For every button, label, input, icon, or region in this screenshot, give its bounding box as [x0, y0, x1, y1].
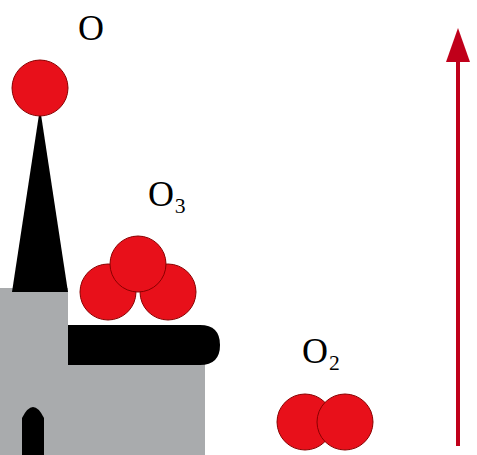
- molecule-label: O₂: [302, 333, 341, 369]
- altitude-arrow: [456, 50, 460, 446]
- dioxygen-atom: [317, 394, 373, 450]
- church-door: [22, 407, 44, 455]
- molecule-label: O: [78, 10, 104, 46]
- church-spire: [12, 108, 68, 292]
- molecule-label: O₃: [148, 176, 187, 212]
- oxygen-atom: [12, 60, 68, 116]
- ozone-atom: [110, 236, 166, 292]
- arrow-head: [446, 28, 470, 62]
- church-tower: [0, 288, 68, 455]
- church-roof: [68, 325, 220, 365]
